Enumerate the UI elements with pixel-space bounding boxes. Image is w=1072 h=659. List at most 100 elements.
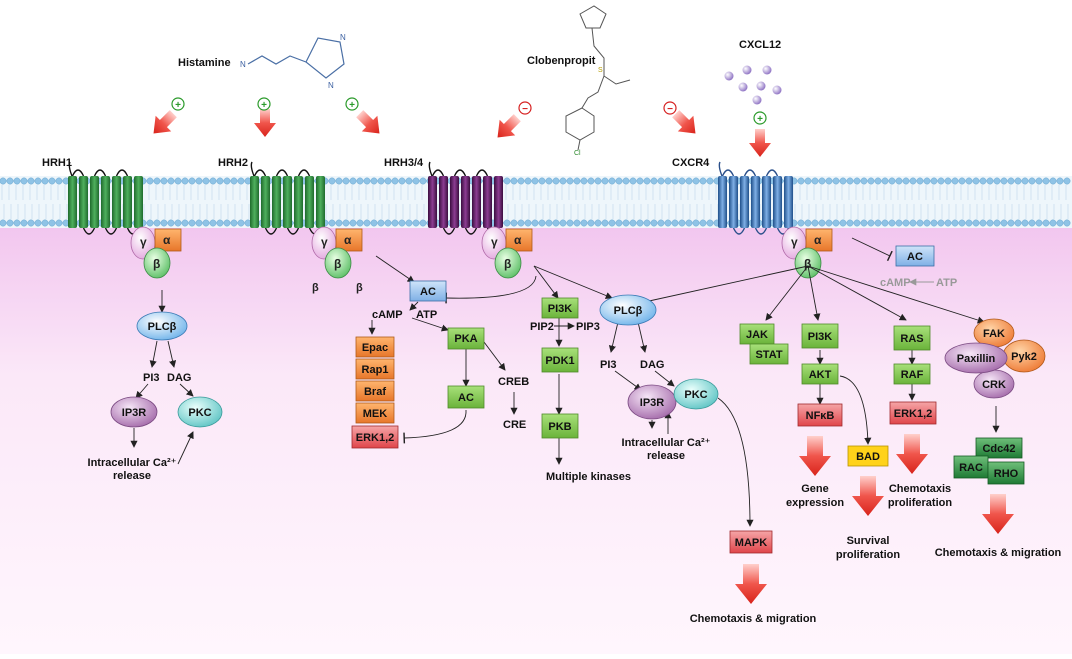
pip2-label: PIP2 <box>530 321 554 333</box>
survival-line1: Survival <box>847 535 890 547</box>
svg-text:PKB: PKB <box>548 421 571 433</box>
transmembrane-helix <box>294 176 303 228</box>
svg-text:AC: AC <box>907 251 923 263</box>
epac-node: Epac <box>355 336 395 358</box>
transmembrane-helix <box>483 176 492 228</box>
cxcr4-label: CXCR4 <box>672 157 710 169</box>
jak-node: JAK <box>739 323 775 345</box>
svg-text:IP3R: IP3R <box>122 407 147 419</box>
transmembrane-helix <box>79 176 88 228</box>
svg-text:γ: γ <box>491 235 498 249</box>
svg-text:N: N <box>340 33 346 42</box>
transmembrane-helix <box>494 176 503 228</box>
transmembrane-helix <box>305 176 314 228</box>
fak-complex: FAK Pyk2 CRK Paxillin <box>944 318 1046 399</box>
plcb-node-1: PLCβ <box>136 311 188 341</box>
alpha-subunit <box>805 228 833 252</box>
minus-sign-icon: − <box>518 101 532 115</box>
beta-subunit <box>494 247 522 279</box>
pdk1-node: PDK1 <box>541 347 579 373</box>
cdc42-node: Cdc42 <box>975 437 1023 459</box>
transmembrane-helix <box>316 176 325 228</box>
hrh2-receptor <box>250 161 325 241</box>
braf-node: Braf <box>355 380 395 402</box>
hrh2-label: HRH2 <box>218 157 248 169</box>
beta-subunit <box>324 247 352 279</box>
mek-node: MEK <box>355 402 395 424</box>
multiple-kinases-label: Multiple kinases <box>546 471 631 483</box>
hrh1-receptor <box>68 161 143 241</box>
hrh34-label: HRH3/4 <box>384 157 424 169</box>
pip3-label: PIP3 <box>576 321 600 333</box>
svg-text:AC: AC <box>420 286 436 298</box>
pka-node: PKA <box>447 327 485 350</box>
ac-node-3: AC <box>895 245 935 267</box>
transmembrane-helix <box>762 176 771 228</box>
plus-sign-icon: + <box>753 111 767 125</box>
svg-text:ERK1,2: ERK1,2 <box>894 408 933 420</box>
svg-text:PKA: PKA <box>454 333 477 345</box>
chemotaxis-migration-2-label: Chemotaxis & migration <box>935 547 1062 559</box>
ac-node-1: AC <box>409 280 447 302</box>
svg-text:IP3R: IP3R <box>640 397 665 409</box>
minus-sign-icon: − <box>663 101 677 115</box>
hrh1-label: HRH1 <box>42 157 72 169</box>
ca-release-1-line2: release <box>113 470 151 482</box>
cxcl12-particles-icon <box>724 65 782 105</box>
svg-text:β: β <box>153 257 160 271</box>
svg-text:BAD: BAD <box>856 451 880 463</box>
svg-text:β: β <box>334 257 341 271</box>
paxillin-node: Paxillin <box>944 342 1008 374</box>
svg-text:NFκB: NFκB <box>806 410 835 422</box>
transmembrane-helix <box>261 176 270 228</box>
svg-text:β: β <box>804 257 811 271</box>
atp-label-1: ATP <box>416 309 437 321</box>
svg-text:β: β <box>504 257 511 271</box>
transmembrane-helix <box>272 176 281 228</box>
transmembrane-helix <box>751 176 760 228</box>
pkc-node-2: PKC <box>673 378 719 410</box>
camp-label-3: cAMP <box>880 277 911 289</box>
pathway-connectors <box>130 237 1000 527</box>
fak-node: FAK <box>973 318 1015 348</box>
svg-text:α: α <box>514 233 522 247</box>
svg-text:N: N <box>240 60 246 69</box>
svg-text:Pyk2: Pyk2 <box>1011 351 1037 363</box>
clobenpropit-label: Clobenpropit <box>527 55 596 67</box>
plus-sign-icon: + <box>345 97 359 111</box>
svg-text:α: α <box>344 233 352 247</box>
camp-label-1: cAMP <box>372 309 403 321</box>
transmembrane-helix <box>68 176 77 228</box>
plus-sign-icon: + <box>171 97 185 111</box>
svg-text:−: − <box>522 104 528 115</box>
svg-text:RHO: RHO <box>994 468 1019 480</box>
svg-text:Cdc42: Cdc42 <box>982 443 1015 455</box>
svg-text:−: − <box>667 104 673 115</box>
svg-text:α: α <box>163 233 171 247</box>
pkb-node: PKB <box>541 413 579 439</box>
svg-text:Braf: Braf <box>364 386 386 398</box>
rap1-node: Rap1 <box>355 358 395 380</box>
svg-text:CRK: CRK <box>982 379 1006 391</box>
svg-text:Cl: Cl <box>574 150 581 157</box>
ligand-arrows <box>153 109 771 157</box>
svg-text:MAPK: MAPK <box>735 537 767 549</box>
atp-label-3: ATP <box>936 277 957 289</box>
plus-sign-icon: + <box>257 97 271 111</box>
transmembrane-helix <box>123 176 132 228</box>
svg-text:+: + <box>175 100 181 111</box>
chemotaxis-prolif-line2: proliferation <box>888 497 952 509</box>
pkc-node-1: PKC <box>177 396 223 428</box>
clobenpropit-structure-icon: S Cl <box>565 5 631 157</box>
beta-subunit <box>794 247 822 279</box>
svg-text:RAS: RAS <box>900 333 923 345</box>
histamine-label: Histamine <box>178 57 231 69</box>
ca-release-1-line1: Intracellular Ca²⁺ <box>88 457 177 469</box>
alpha-subunit <box>505 228 533 252</box>
svg-text:α: α <box>814 233 822 247</box>
ip3r-node-2: IP3R <box>627 384 677 420</box>
hrh34-receptor <box>428 161 503 241</box>
